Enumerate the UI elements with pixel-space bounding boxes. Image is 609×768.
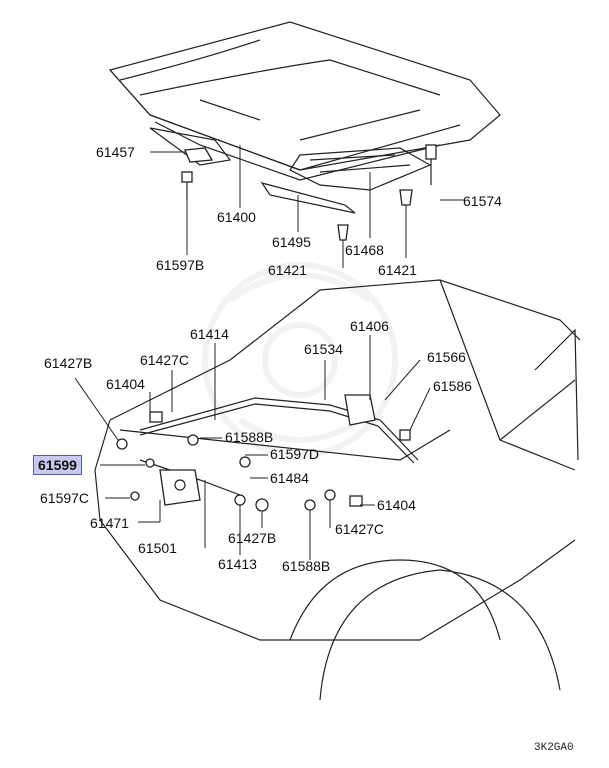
- label-61404-top[interactable]: 61404: [106, 376, 145, 392]
- label-61427c-top[interactable]: 61427C: [140, 352, 190, 368]
- label-61468[interactable]: 61468: [345, 242, 384, 258]
- small-fasteners: [116, 411, 411, 512]
- label-61471[interactable]: 61471: [90, 515, 129, 531]
- label-61421-right[interactable]: 61421: [378, 262, 417, 278]
- hood-rubber-stop: [399, 189, 413, 206]
- watermark-emblem: [202, 262, 398, 458]
- leader-lines: [74, 145, 465, 560]
- hood-clip: [337, 224, 349, 241]
- label-61597b[interactable]: 61597B: [156, 257, 205, 273]
- label-61599-highlighted[interactable]: 61599: [33, 455, 82, 475]
- hood-panel: [108, 21, 501, 181]
- label-61414[interactable]: 61414: [190, 326, 229, 342]
- label-61586[interactable]: 61586: [433, 378, 472, 394]
- hood-weatherstrip: [260, 182, 356, 214]
- label-61406[interactable]: 61406: [350, 318, 389, 334]
- label-61534[interactable]: 61534: [304, 341, 343, 357]
- label-61495[interactable]: 61495: [272, 234, 311, 250]
- hood-lock: [159, 469, 201, 506]
- diagram-code: 3K2GA0: [534, 742, 574, 754]
- vehicle-body: [94, 279, 581, 701]
- label-61484[interactable]: 61484: [270, 470, 309, 486]
- label-61421-left[interactable]: 61421: [268, 262, 307, 278]
- label-61427c-bottom[interactable]: 61427C: [335, 521, 385, 537]
- hood-hinge-bracket: [149, 127, 232, 166]
- label-61457[interactable]: 61457: [96, 144, 135, 160]
- label-61574[interactable]: 61574: [463, 193, 502, 209]
- label-61501[interactable]: 61501: [138, 540, 177, 556]
- label-61588b-bottom[interactable]: 61588B: [282, 558, 331, 574]
- hood-bumper-bolt: [425, 144, 437, 185]
- label-61404-bottom[interactable]: 61404: [377, 497, 416, 513]
- label-61427b-top[interactable]: 61427B: [44, 355, 93, 371]
- hood-insulator: [289, 147, 432, 191]
- label-61588b-top[interactable]: 61588B: [225, 429, 274, 445]
- label-61597d[interactable]: 61597D: [270, 446, 320, 462]
- hood-striker: [344, 394, 376, 426]
- label-61400[interactable]: 61400: [217, 209, 256, 225]
- label-61427b-bottom[interactable]: 61427B: [228, 530, 277, 546]
- label-61597c[interactable]: 61597C: [40, 490, 90, 506]
- label-61566[interactable]: 61566: [427, 349, 466, 365]
- hood-release-cable: [139, 397, 419, 496]
- hood-hinge-bolt: [181, 171, 193, 200]
- label-61413[interactable]: 61413: [218, 556, 257, 572]
